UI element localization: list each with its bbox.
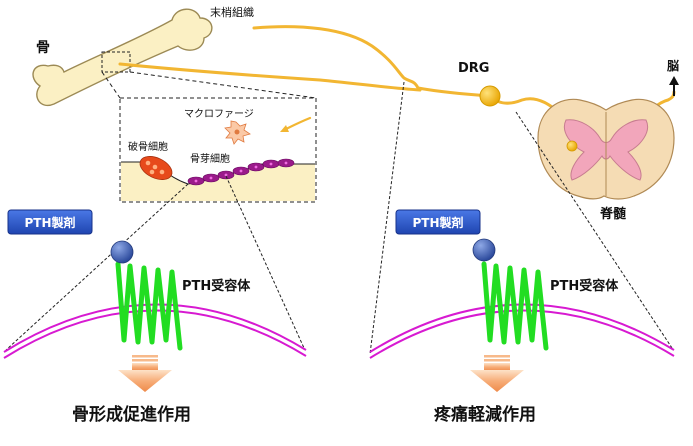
pth-ligand-right bbox=[472, 238, 496, 262]
pth-drug-badge-right bbox=[395, 209, 481, 235]
macrophage-label: マクロファージ bbox=[184, 108, 254, 120]
pth-receptor-right-label: PTH受容体 bbox=[550, 278, 619, 294]
bone-shape bbox=[32, 8, 213, 107]
spinal-cord-label: 脊髄 bbox=[599, 206, 626, 222]
to-brain-arrow-icon bbox=[669, 76, 679, 96]
drg-ganglion bbox=[479, 85, 501, 107]
pth-receptor-left bbox=[115, 261, 183, 351]
osteoblast-label: 骨芽細胞 bbox=[190, 152, 230, 165]
bone-formation-effect-label: 骨形成促進作用 bbox=[72, 404, 191, 425]
osteoclast-label: 破骨細胞 bbox=[128, 140, 168, 153]
inset-projection-left bbox=[101, 71, 121, 99]
pth-receptor-right bbox=[481, 261, 549, 351]
brain-label: 脳 bbox=[667, 58, 679, 73]
bone-label: 骨 bbox=[36, 39, 50, 56]
inset-bone-matrix bbox=[121, 162, 315, 201]
pth-receptor-left-label: PTH受容体 bbox=[182, 278, 251, 294]
bone-surface-inset: 破骨細胞 骨芽細胞 マクロファージ bbox=[101, 71, 317, 203]
pth-drug-badge-left bbox=[7, 209, 93, 235]
nerve-peripheral bbox=[252, 25, 492, 98]
effect-arrow-right-icon bbox=[470, 355, 524, 392]
pain-relief-effect-label: 疼痛軽減作用 bbox=[434, 404, 536, 425]
nerve-bone-branch bbox=[118, 62, 422, 92]
drg-label: DRG bbox=[458, 61, 489, 76]
right-receptor-panel: PTH製剤 PTH受容体 疼痛軽減作用 bbox=[369, 209, 675, 425]
dorsal-horn-neuron bbox=[566, 140, 578, 152]
effect-arrow-left-icon bbox=[118, 355, 172, 392]
bone-illustration: 骨 bbox=[32, 8, 213, 107]
bone-zoom-box bbox=[101, 51, 131, 73]
peripheral-tissue-label: 末梢組織 bbox=[210, 5, 254, 19]
zoom-projection-lines bbox=[5, 81, 673, 355]
inset-projection-right bbox=[129, 71, 317, 99]
spinal-cord bbox=[537, 98, 675, 200]
left-receptor-panel: PTH製剤 PTH受容体 骨形成促進作用 bbox=[3, 209, 307, 425]
macrophage-cell bbox=[224, 120, 251, 145]
pth-ligand-left bbox=[110, 240, 134, 264]
pth-drug-badge-left-text: PTH製剤 bbox=[24, 215, 75, 230]
pth-drug-badge-right-text: PTH製剤 bbox=[412, 215, 463, 230]
